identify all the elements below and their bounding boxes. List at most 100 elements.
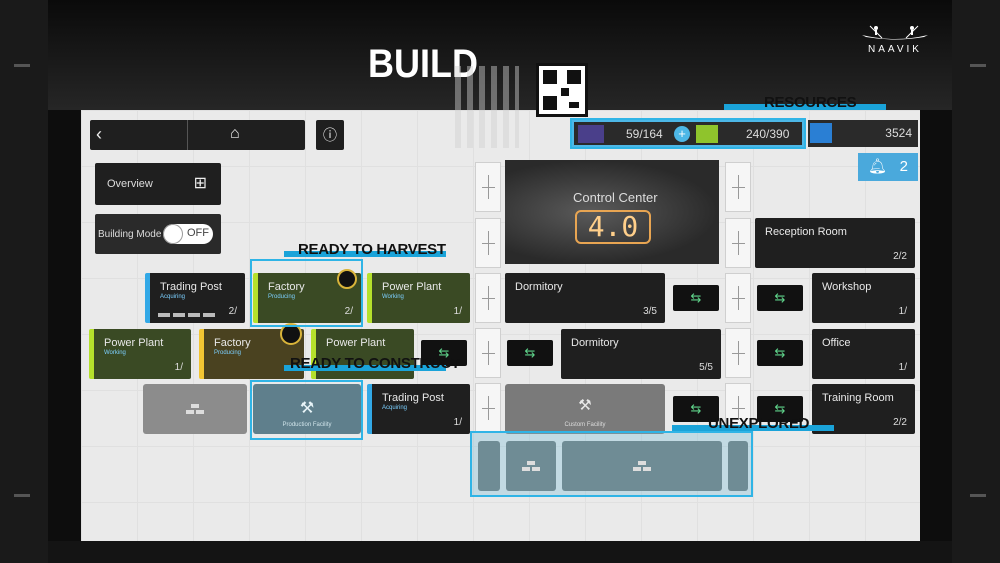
building-name: Training Room xyxy=(822,392,894,404)
resource-population: 59/164 xyxy=(626,127,663,141)
building-factory[interactable]: Factory Producing xyxy=(199,323,304,379)
building-status: Producing xyxy=(268,294,296,300)
locked-slot xyxy=(478,441,500,491)
building-office[interactable]: Office 1/ xyxy=(812,329,915,379)
resource-currency: 3524 xyxy=(885,126,912,140)
corridor-node xyxy=(725,162,751,212)
bricks-icon xyxy=(633,461,651,471)
callout-text: READY TO HARVEST xyxy=(298,241,446,258)
building-trading-post[interactable]: Trading Post Acquiring 1/ xyxy=(367,384,470,434)
building-count: 5/5 xyxy=(699,362,713,373)
control-center-name: Control Center xyxy=(573,190,658,205)
tools-icon: ⚒ xyxy=(299,400,315,417)
building-reception-room[interactable]: Reception Room 2/2 xyxy=(755,218,915,268)
back-button[interactable]: ‹ xyxy=(96,124,176,146)
decorative-pattern xyxy=(455,66,519,148)
corridor-node xyxy=(475,162,501,212)
home-icon: ⌂ xyxy=(230,125,240,142)
construct-icon[interactable] xyxy=(280,323,302,345)
overview-button[interactable]: Overview ⊞ xyxy=(95,163,221,205)
divider xyxy=(187,120,188,150)
canoe-icon xyxy=(862,25,928,40)
frame-tick xyxy=(14,494,30,497)
population-icon xyxy=(578,125,604,143)
building-name: Dormitory xyxy=(571,337,619,349)
bricks-icon xyxy=(522,461,540,471)
callout-bar xyxy=(672,425,834,431)
resource-bar: 59/164 + 240/390 xyxy=(572,120,804,147)
building-name: Power Plant xyxy=(104,337,164,349)
building-count: 1/ xyxy=(898,306,907,317)
building-power-plant[interactable]: Power Plant Working 1/ xyxy=(367,273,470,323)
callout-bar xyxy=(284,365,446,371)
frame-tick xyxy=(14,64,30,67)
frame-tick xyxy=(970,494,986,497)
building-name: Factory xyxy=(268,281,305,293)
empty-slot[interactable] xyxy=(143,384,247,434)
frame-right xyxy=(952,0,1000,563)
brand-logo: NAAVIK xyxy=(850,24,940,55)
building-count: 2/2 xyxy=(893,251,907,262)
building-count: 1/ xyxy=(453,417,462,428)
building-dormitory[interactable]: Dormitory 3/5 xyxy=(505,273,665,323)
currency-icon xyxy=(810,123,832,143)
building-name: Factory xyxy=(214,337,251,349)
toggle-state: OFF xyxy=(187,227,209,239)
corridor-node xyxy=(475,328,501,378)
callout-text: RESOURCES xyxy=(764,94,857,111)
building-trading-post[interactable]: Trading Post Acquiring 2/ xyxy=(145,273,245,323)
top-band xyxy=(48,0,952,110)
building-name: Workshop xyxy=(822,281,872,293)
building-dormitory[interactable]: Dormitory 5/5 xyxy=(561,329,721,379)
info-icon: ⓘ xyxy=(323,127,337,143)
building-name: Office xyxy=(822,337,851,349)
construct-slot-custom[interactable]: ⚒ Custom Facility xyxy=(505,384,665,434)
building-status: Acquiring xyxy=(160,294,186,300)
tools-icon: ⚒ xyxy=(578,397,592,414)
bottom-band xyxy=(48,541,952,563)
harvest-highlight xyxy=(250,259,363,327)
currency-bar: 3524 xyxy=(808,120,918,147)
locked-slot xyxy=(506,441,556,491)
bell-icon: 🔔︎ xyxy=(868,158,888,175)
home-button[interactable]: ⌂ xyxy=(230,125,240,143)
building-factory[interactable]: Factory Producing 2/ xyxy=(253,269,361,323)
corridor-node xyxy=(725,383,751,433)
building-count: 1/ xyxy=(453,306,462,317)
construct-slot-production[interactable]: ⚒ Production Facility xyxy=(253,384,361,434)
building-name: Trading Post xyxy=(382,392,444,404)
building-name: Trading Post xyxy=(160,281,222,293)
notification-button[interactable]: 🔔︎ 2 xyxy=(858,153,918,181)
unexplored-area[interactable] xyxy=(470,431,753,497)
page-title: BUILD xyxy=(368,42,478,86)
info-button[interactable]: ⓘ xyxy=(316,120,344,150)
corridor-runner-icon: ⇆ xyxy=(673,285,719,311)
resources-highlight xyxy=(570,118,806,149)
building-count: 2/ xyxy=(344,306,353,317)
building-power-plant[interactable]: Power Plant Working 1/ xyxy=(89,329,191,379)
bricks-icon xyxy=(186,404,204,414)
building-training-room[interactable]: Training Room 2/2 xyxy=(812,384,915,434)
corridor-runner-icon: ⇆ xyxy=(757,340,803,366)
harvest-icon[interactable] xyxy=(337,269,357,289)
corridor-runner-icon: ⇆ xyxy=(757,285,803,311)
building-name: Power Plant xyxy=(382,281,442,293)
building-status: Acquiring xyxy=(382,405,408,411)
callout-bar xyxy=(724,104,886,110)
chevron-left-icon: ‹ xyxy=(96,124,102,144)
building-name: Power Plant xyxy=(326,337,386,349)
add-resource-button[interactable]: + xyxy=(674,126,690,142)
building-status: Working xyxy=(104,350,126,356)
control-center[interactable]: Control Center 4.0 xyxy=(505,160,719,264)
callout-text: UNEXPLORED xyxy=(708,415,810,432)
construct-label: Custom Facility xyxy=(564,422,606,428)
building-workshop[interactable]: Workshop 1/ xyxy=(812,273,915,323)
overview-label: Overview xyxy=(107,178,153,190)
progress-bars xyxy=(158,313,218,317)
building-mode-toggle[interactable]: OFF xyxy=(163,224,213,244)
corridor-node xyxy=(475,383,501,433)
corridor-runner-icon: ⇆ xyxy=(673,396,719,422)
building-mode-label: Building Mode xyxy=(98,229,162,240)
notification-count: 2 xyxy=(899,158,908,175)
building-status: Producing xyxy=(214,350,242,356)
